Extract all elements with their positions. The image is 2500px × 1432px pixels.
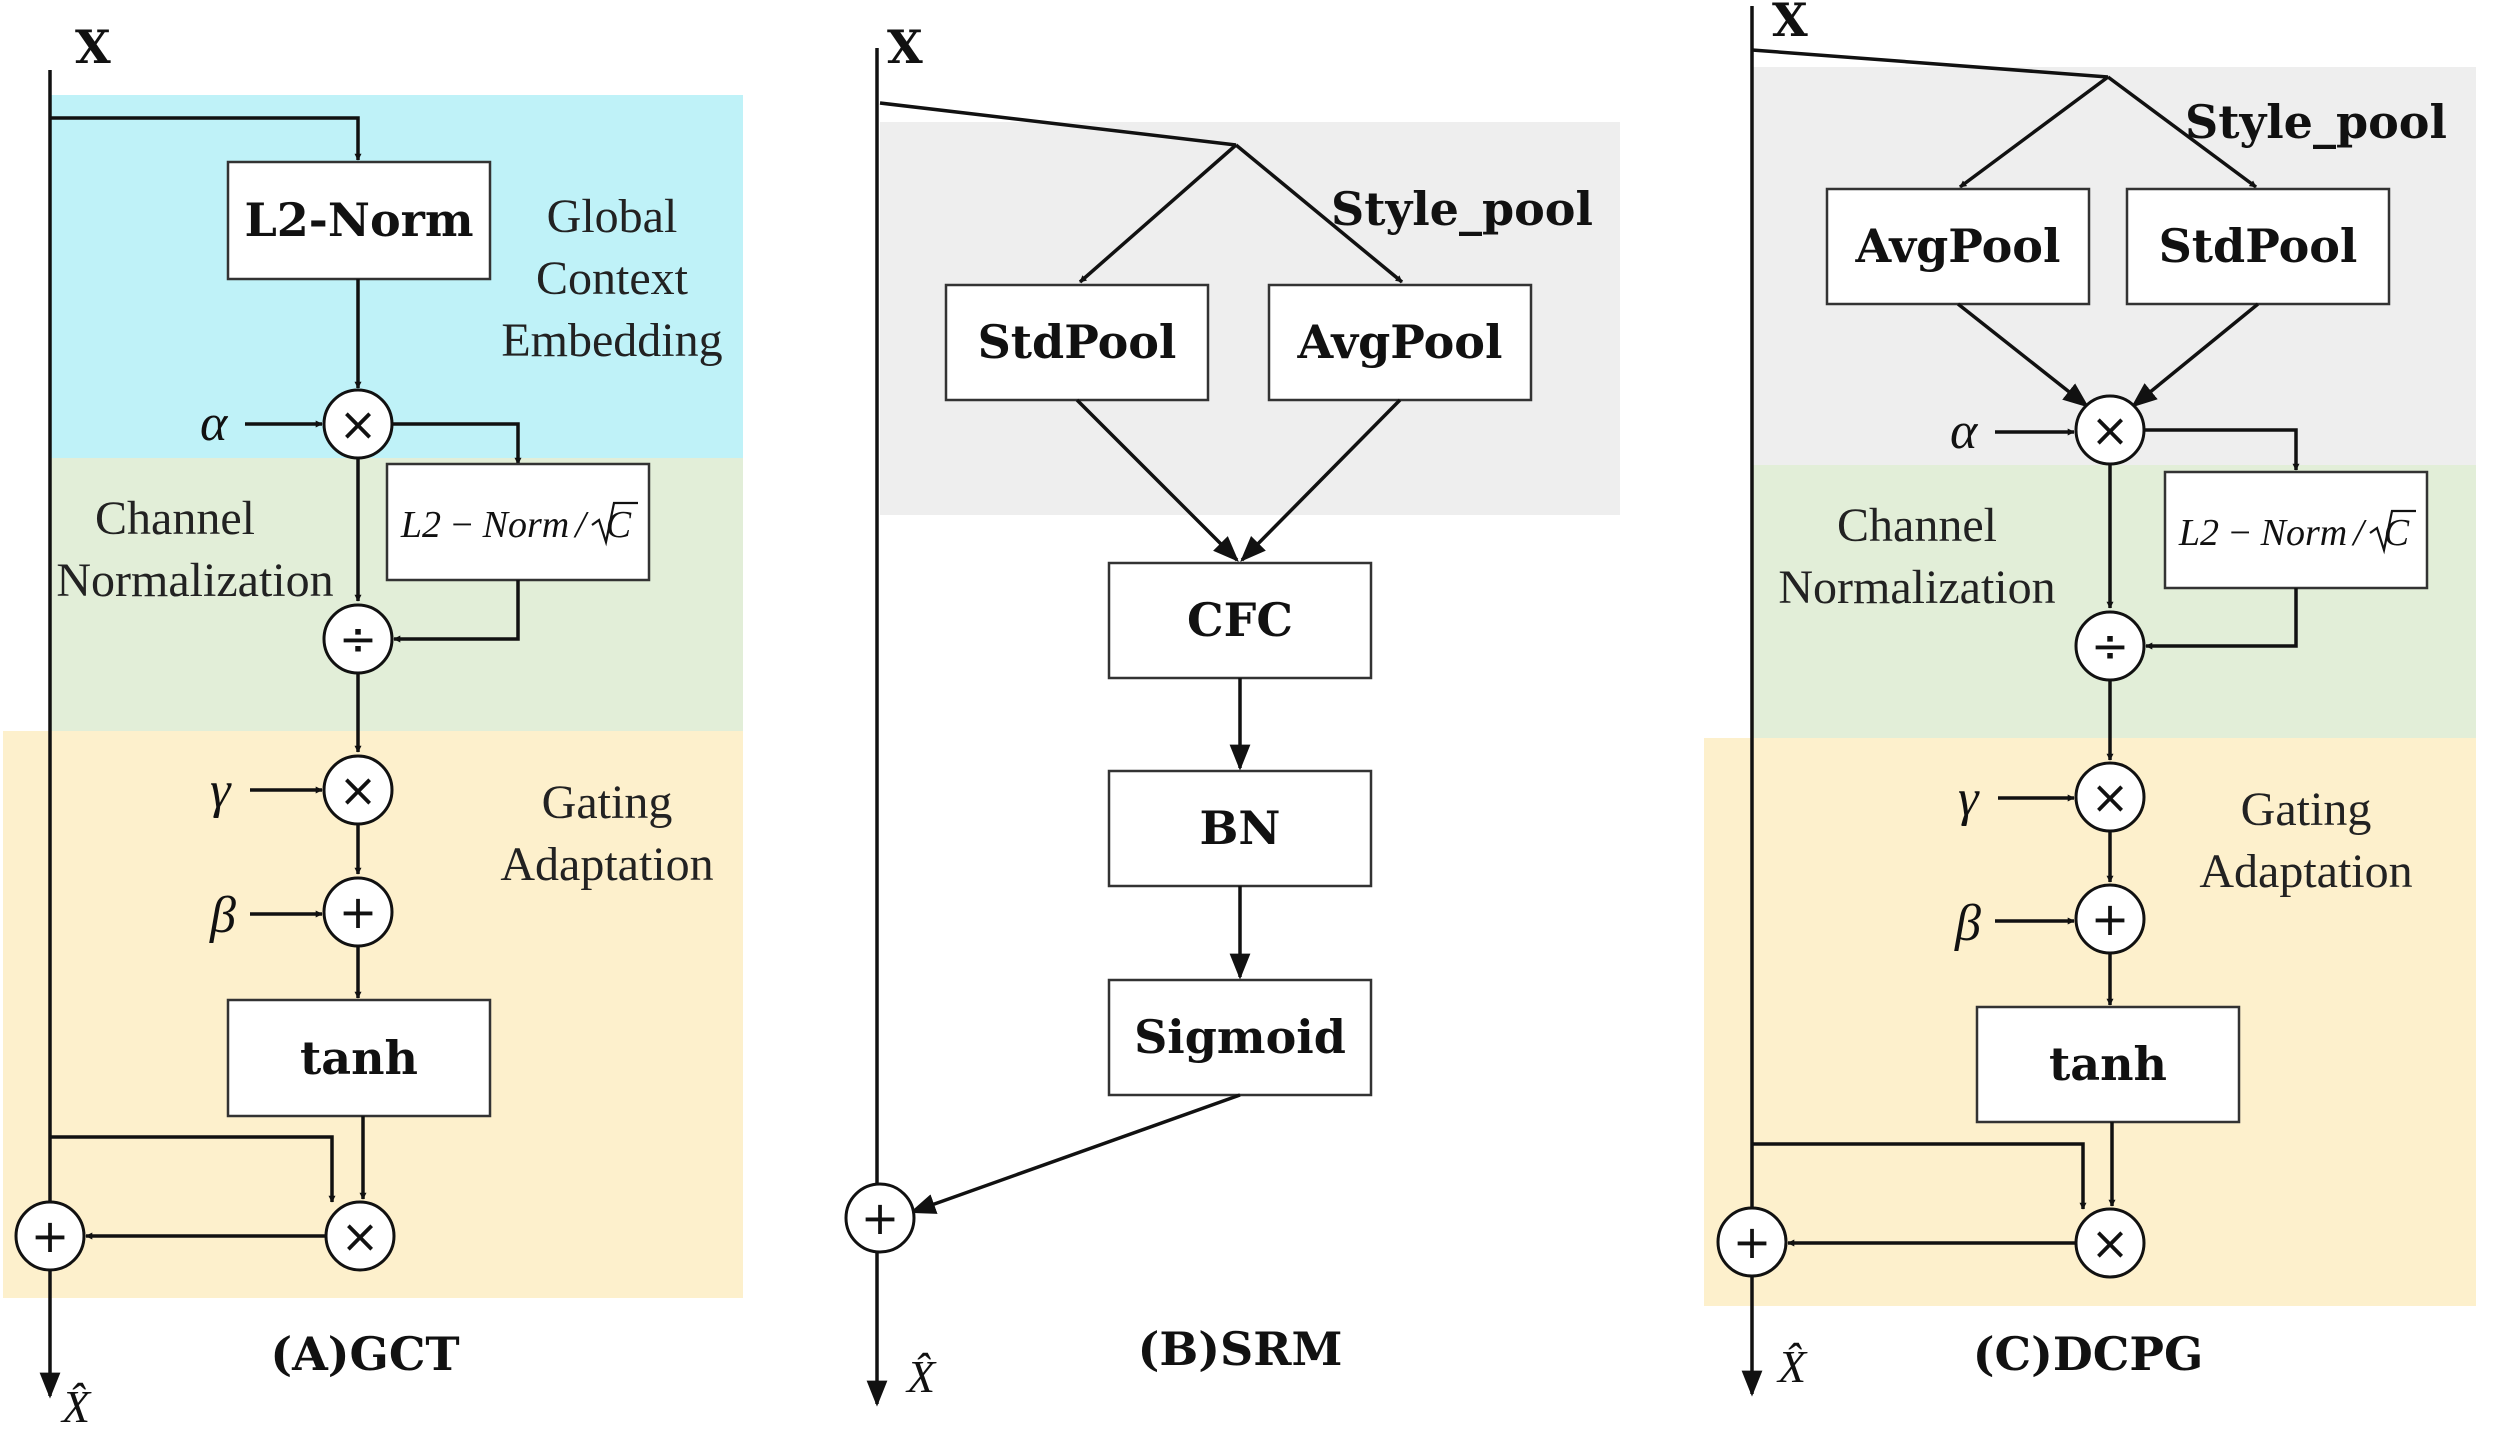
beta-label: β xyxy=(1954,895,1981,952)
add-out-node xyxy=(1716,1206,1788,1278)
add-out-node xyxy=(844,1182,916,1254)
embedding-line2: Context xyxy=(536,252,689,305)
caption-srm: (B)SRM xyxy=(1138,1322,1343,1376)
l2norm-box xyxy=(226,160,492,281)
gating-line1: Gating xyxy=(2241,783,2372,836)
add-beta-symbol: + xyxy=(2091,892,2130,946)
pool-label: Style_pool xyxy=(2185,95,2447,149)
stdpool-to-cfc xyxy=(1075,398,1239,562)
input-x-label: X xyxy=(887,20,923,74)
input-x-label: X xyxy=(1772,0,1808,47)
stdpool-label: StdPool xyxy=(978,315,1177,369)
normalization-line2: Normalization xyxy=(56,554,333,607)
skip-to-multiply-out xyxy=(1752,1142,2087,1210)
formula-box xyxy=(2163,470,2429,590)
caption-dcpg: (C)DCPG xyxy=(1973,1327,2204,1381)
avgpool-label: AvgPool xyxy=(1855,219,2061,273)
sigmoid-box xyxy=(1107,978,1373,1097)
sigmoid-to-add xyxy=(909,1093,1241,1214)
cfc-label: CFC xyxy=(1187,593,1293,647)
add-out-node xyxy=(14,1200,86,1272)
alpha-label: α xyxy=(1950,403,1979,460)
split-to-avgpool xyxy=(1234,143,1404,284)
panel-gct: X L2-Norm Global Context Embedding α × L… xyxy=(3,20,743,1432)
multiply-to-formula xyxy=(392,422,522,465)
avgpool-label: AvgPool xyxy=(1297,315,1503,369)
output-xhat-label: X̂ xyxy=(1776,1341,1808,1392)
gating-line1: Gating xyxy=(542,776,673,829)
avgpool-to-multiply xyxy=(1956,302,2090,408)
tanh-label: tanh xyxy=(300,1031,418,1085)
gating-line2: Adaptation xyxy=(2199,845,2412,898)
gating-line2: Adaptation xyxy=(500,838,713,891)
beta-label: β xyxy=(209,887,236,944)
stdpool-box xyxy=(944,283,1210,402)
input-x-label: X xyxy=(75,20,111,74)
split-line xyxy=(1751,48,2109,79)
l2norm-label: L2-Norm xyxy=(244,193,473,247)
sqrt-sign xyxy=(591,501,638,547)
stdpool-label: StdPool xyxy=(2159,219,2358,273)
skip-to-multiply-out xyxy=(50,1135,336,1203)
formula-to-divide xyxy=(393,580,520,643)
normalization-line1: Channel xyxy=(95,492,255,545)
alpha-label: α xyxy=(200,395,229,452)
multiply-to-formula xyxy=(2144,428,2300,471)
embedding-line3: Embedding xyxy=(501,314,722,367)
add-out-symbol: + xyxy=(31,1209,70,1263)
embedding-line1: Global xyxy=(547,190,678,243)
add-out-symbol: + xyxy=(861,1191,900,1245)
branch-to-l2norm xyxy=(50,116,362,161)
output-xhat-label: X̂ xyxy=(905,1351,937,1402)
bn-box xyxy=(1107,769,1373,888)
panel-dcpg: X Style_pool AvgPool StdPool α × L2−Norm… xyxy=(1704,0,2476,1397)
multiply-gamma-symbol: × xyxy=(339,763,378,817)
divide-symbol: ÷ xyxy=(339,612,378,666)
split-line xyxy=(879,101,1237,147)
formula-text: L2−Norm/C xyxy=(400,504,632,546)
multiply-alpha-symbol: × xyxy=(2091,403,2130,457)
gamma-label: γ xyxy=(1958,770,1980,827)
stdpool-to-multiply xyxy=(2130,302,2260,408)
sqrt-sign xyxy=(2369,509,2416,555)
caption-gct: (A)GCT xyxy=(270,1327,459,1381)
multiply-out-symbol: × xyxy=(341,1209,380,1263)
normalization-line1: Channel xyxy=(1837,499,1997,552)
split-to-stdpool xyxy=(1078,143,1238,284)
tanh-label: tanh xyxy=(2049,1037,2167,1091)
divide-symbol: ÷ xyxy=(2091,619,2130,673)
multiply-gamma-symbol: × xyxy=(2091,770,2130,824)
stdpool-box xyxy=(2125,187,2391,306)
formula-box xyxy=(385,462,651,582)
split-to-avgpool xyxy=(1958,75,2110,189)
avgpool-to-cfc xyxy=(1240,398,1402,562)
normalization-line2: Normalization xyxy=(1778,561,2055,614)
gamma-label: γ xyxy=(210,762,232,819)
multiply-alpha-symbol: × xyxy=(339,397,378,451)
add-out-symbol: + xyxy=(1733,1215,1772,1269)
formula-text: L2−Norm/C xyxy=(2178,512,2410,554)
split-to-stdpool xyxy=(2106,75,2258,189)
tanh-box xyxy=(226,998,492,1118)
multiply-out-symbol: × xyxy=(2091,1216,2130,1270)
formula-to-divide xyxy=(2145,588,2298,650)
avgpool-box xyxy=(1267,283,1533,402)
sigmoid-label: Sigmoid xyxy=(1134,1010,1346,1064)
pool-label: Style_pool xyxy=(1331,182,1593,236)
output-xhat-label: X̂ xyxy=(60,1381,92,1432)
cfc-box xyxy=(1107,561,1373,680)
add-beta-symbol: + xyxy=(339,885,378,939)
bn-label: BN xyxy=(1200,801,1281,855)
tanh-box xyxy=(1975,1005,2241,1124)
panel-srm: X Style_pool StdPool AvgPool CFC BN Sigm… xyxy=(844,20,1620,1407)
